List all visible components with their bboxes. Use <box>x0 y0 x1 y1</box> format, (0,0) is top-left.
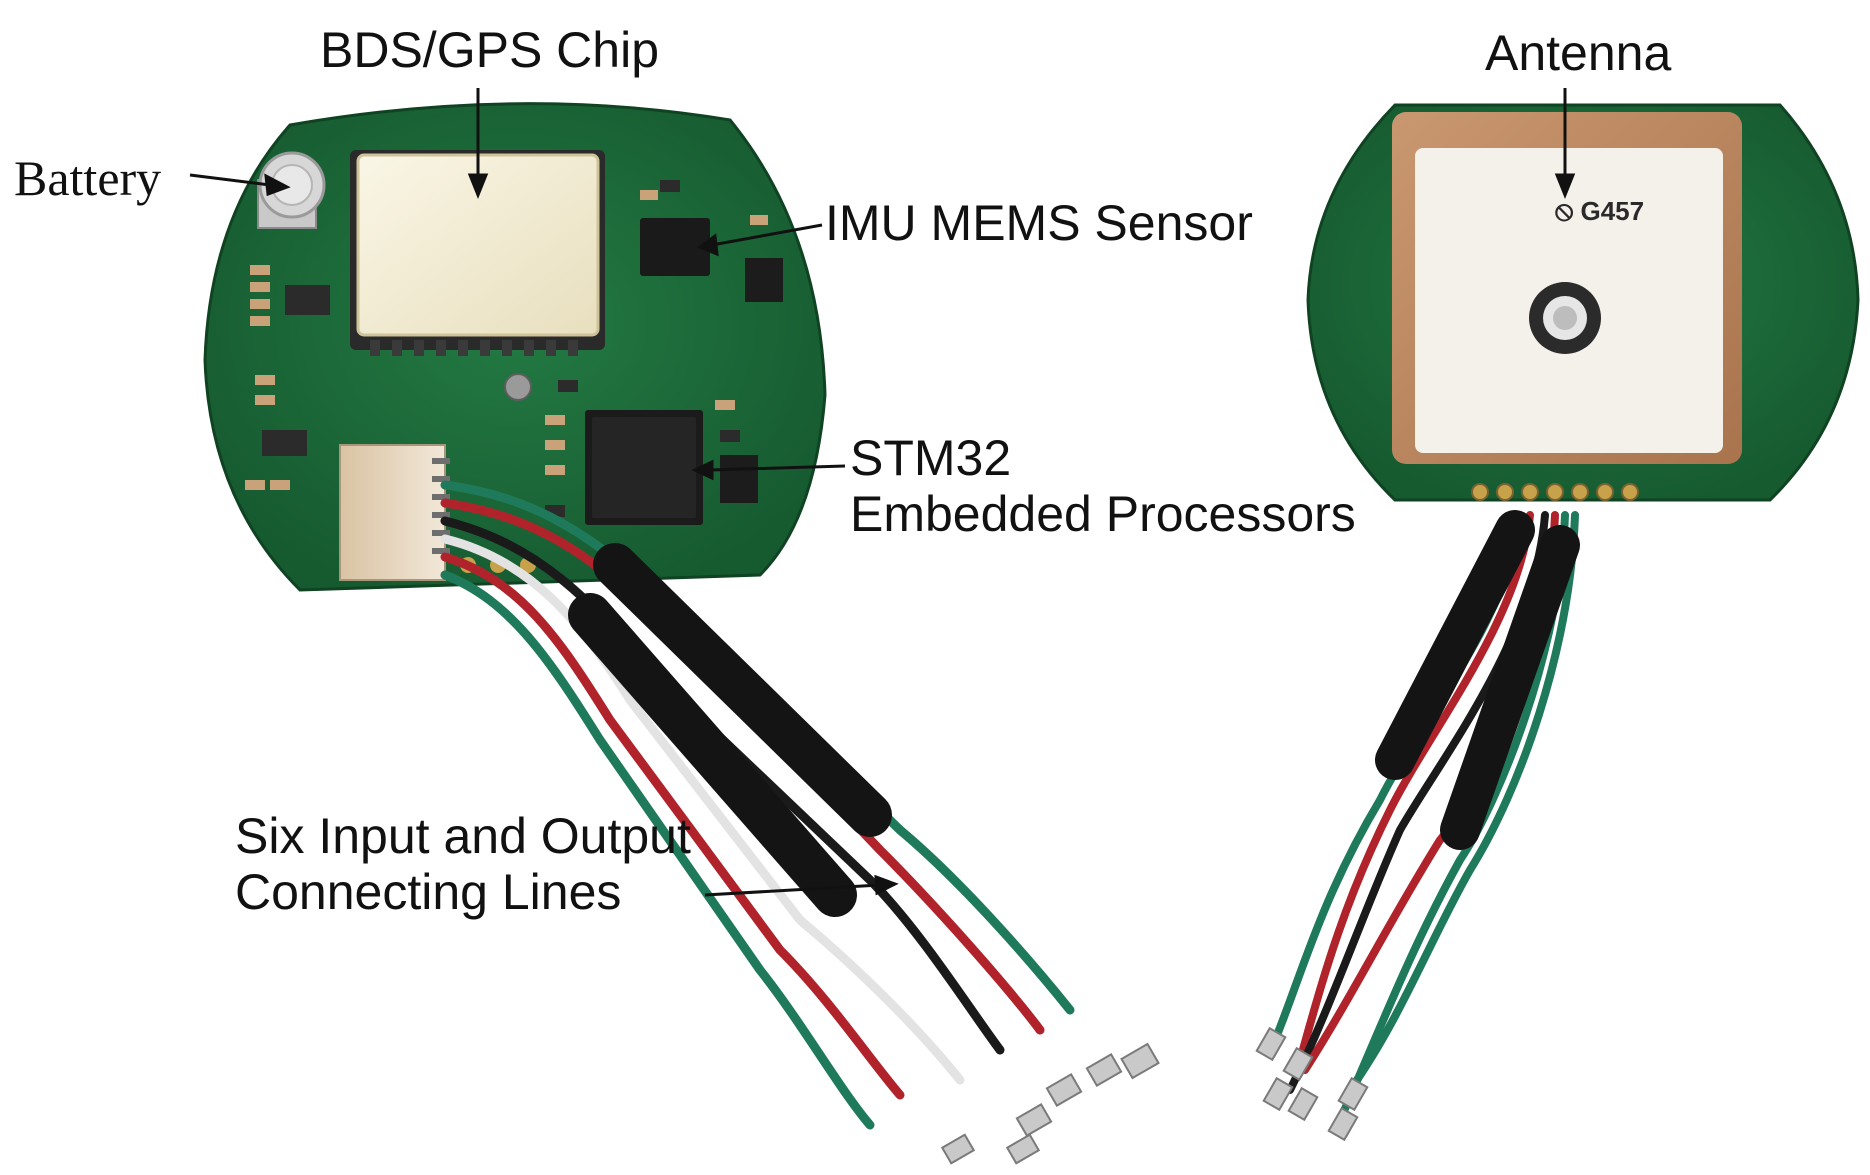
left-heatshrink-sleeves <box>568 543 892 917</box>
arrow-imu <box>711 223 823 247</box>
label-connecting-lines-line1: Six Input and Output <box>235 808 691 864</box>
antenna-pcb-board <box>1306 103 1860 502</box>
antenna-model-code: G457 <box>1580 196 1645 226</box>
antenna-solder-pads <box>1471 483 1639 501</box>
label-gps-chip: BDS/GPS Chip <box>320 22 660 78</box>
small-ic-right <box>745 258 783 302</box>
label-imu: IMU MEMS Sensor <box>825 195 1253 251</box>
antenna-logo-icon: ⦸ <box>1555 195 1574 226</box>
smd-capacitors <box>245 190 768 490</box>
label-battery: Battery <box>14 150 162 206</box>
patch-antenna <box>1392 112 1742 464</box>
arrow-connecting-lines <box>704 883 881 897</box>
arrow-stm32 <box>709 464 846 472</box>
label-connecting-lines: Six Input and Output Connecting Lines <box>235 808 691 920</box>
label-connecting-lines-line2: Connecting Lines <box>235 864 622 920</box>
main-pcb-board <box>203 102 827 592</box>
coin-battery <box>257 151 326 229</box>
right-heatshrink-sleeves <box>1375 510 1580 850</box>
left-wire-tips <box>940 1042 1160 1165</box>
gps-chip-module <box>350 150 605 356</box>
label-stm32: STM32 Embedded Processors <box>850 430 1356 542</box>
smd-components <box>262 180 740 517</box>
small-ic-near-stm32 <box>720 455 758 503</box>
right-wire-tips <box>1255 1026 1369 1142</box>
antenna-marking-text: ⦸ G457 <box>1555 195 1644 228</box>
six-pin-connector <box>339 444 450 581</box>
label-antenna: Antenna <box>1485 25 1672 81</box>
stm32-processor-chip <box>585 410 703 525</box>
imu-mems-chip <box>640 218 710 276</box>
label-stm32-line2: Embedded Processors <box>850 486 1356 542</box>
label-stm32-line1: STM32 <box>850 430 1012 486</box>
arrow-battery <box>189 173 271 187</box>
annotation-arrows <box>189 88 1576 897</box>
standoff-screw <box>504 373 532 401</box>
